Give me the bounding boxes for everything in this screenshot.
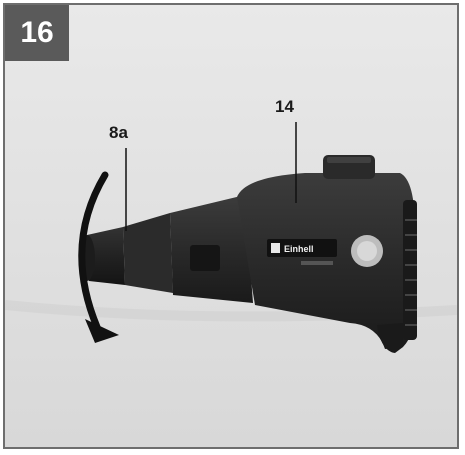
brand-logo-text: Einhell	[284, 244, 314, 254]
motor-housing	[237, 155, 417, 353]
callout-8a-label: 8a	[109, 123, 128, 142]
figure-number-badge: 16	[5, 5, 69, 61]
figure-frame: Einhell 16 14 8a	[3, 3, 459, 449]
device-photo: Einhell	[5, 5, 457, 447]
rotation-arrow	[78, 171, 119, 343]
callout-14-label: 14	[275, 97, 294, 116]
